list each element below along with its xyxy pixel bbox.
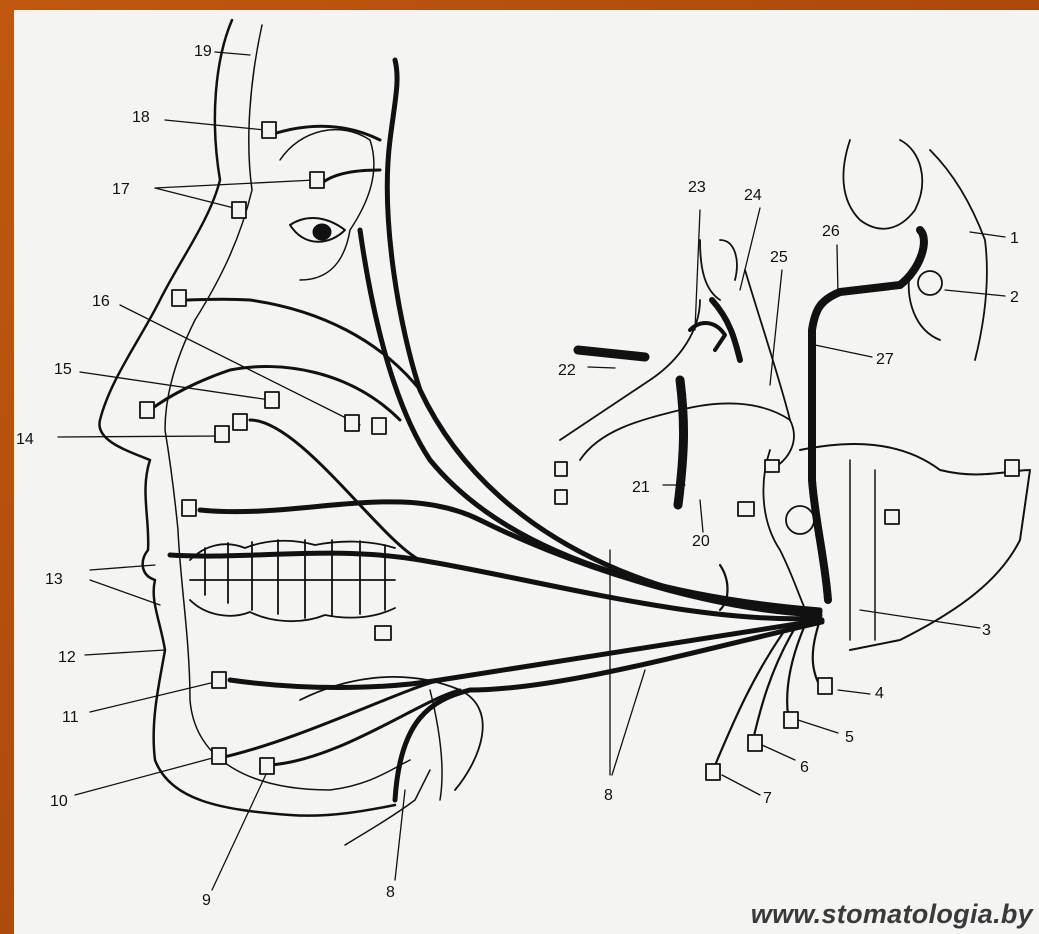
leader-lines [58, 52, 1005, 890]
electrode-markers [140, 122, 1019, 780]
label-22: 22 [558, 362, 576, 379]
label-18: 18 [132, 109, 150, 126]
face-profile-inner [165, 25, 410, 790]
label-6: 6 [800, 759, 809, 776]
label-26: 26 [822, 223, 840, 240]
temporal-bone-section [763, 140, 1030, 650]
label-27: 27 [876, 351, 894, 368]
label-1: 1 [1010, 230, 1019, 247]
label-16: 16 [92, 293, 110, 310]
label-8-right: 8 [604, 787, 613, 804]
label-9: 9 [202, 892, 211, 909]
label-7: 7 [763, 790, 772, 807]
label-8-bottom: 8 [386, 884, 395, 901]
diagram-canvas: 1 2 3 4 5 6 7 8 8 9 10 11 12 13 14 15 16… [14, 10, 1039, 934]
label-23: 23 [688, 179, 706, 196]
label-5: 5 [845, 729, 854, 746]
label-19: 19 [194, 43, 212, 60]
label-14: 14 [16, 431, 34, 448]
label-21: 21 [632, 479, 650, 496]
label-20: 20 [692, 533, 710, 550]
label-13: 13 [45, 571, 63, 588]
watermark: www.stomatologia.by [751, 899, 1033, 930]
label-3: 3 [982, 622, 991, 639]
label-10: 10 [50, 793, 68, 810]
facial-nerve-branches [170, 60, 822, 800]
label-11: 11 [62, 709, 79, 726]
label-12: 12 [58, 649, 76, 666]
label-2: 2 [1010, 289, 1019, 306]
middle-ear-section [560, 240, 794, 505]
label-4: 4 [875, 685, 884, 702]
label-24: 24 [744, 187, 762, 204]
label-25: 25 [770, 249, 788, 266]
label-17: 17 [112, 181, 130, 198]
facial-nerve-diagram: 1 2 3 4 5 6 7 8 8 9 10 11 12 13 14 15 16… [14, 10, 1039, 934]
label-15: 15 [54, 361, 72, 378]
